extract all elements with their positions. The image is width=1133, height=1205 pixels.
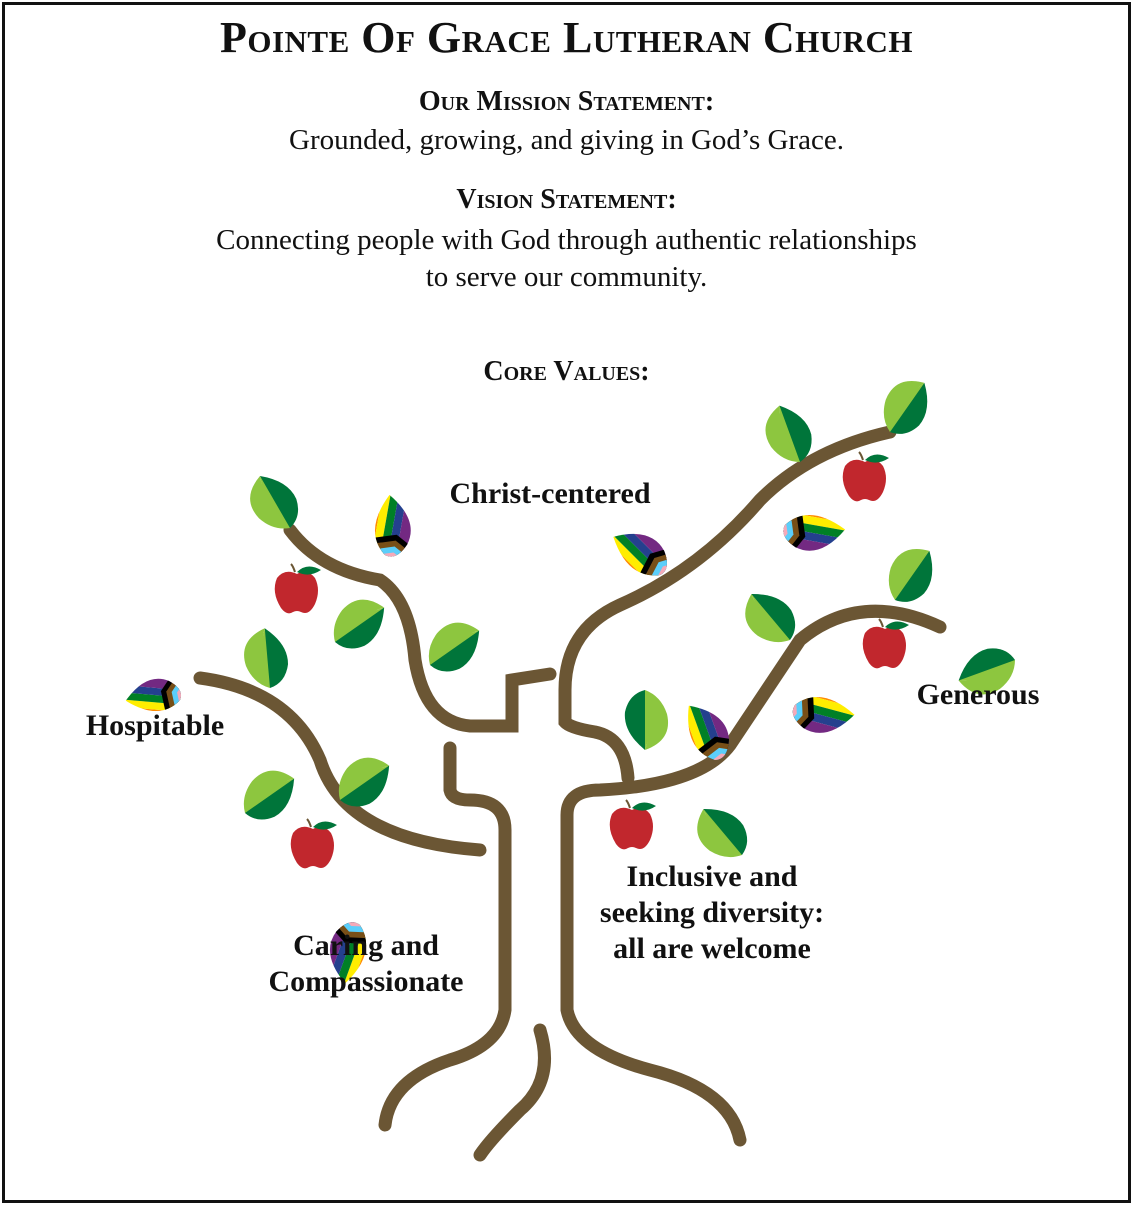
right-lower-branch <box>560 604 947 1147</box>
vision-line-1: Connecting people with God through authe… <box>216 224 917 256</box>
core-values-heading: Core Values: <box>483 356 650 387</box>
vision-heading: Vision Statement: <box>456 184 677 215</box>
right-upper-branch <box>558 425 897 785</box>
page-title: Pointe Of Grace Lutheran Church <box>219 13 914 62</box>
left-upper-branch <box>283 523 557 733</box>
apples <box>273 451 910 870</box>
caring-line-2: Compassionate <box>268 965 464 998</box>
value-inclusive: Inclusive and seeking diversity: all are… <box>570 859 854 967</box>
mission-text: Grounded, growing, and giving in God’s G… <box>289 124 844 156</box>
value-caring: Caring and Compassionate <box>240 928 492 1000</box>
inclusive-line-3: all are welcome <box>613 932 811 965</box>
value-christ-centered: Christ-centered <box>449 477 651 510</box>
inclusive-line-2: seeking diversity: <box>599 896 825 929</box>
left-lower-branch <box>193 671 487 857</box>
vision-line-2: to serve our community. <box>425 261 708 293</box>
vision-text: Connecting people with God through authe… <box>0 222 1133 296</box>
value-generous: Generous <box>916 678 1040 711</box>
value-hospitable: Hospitable <box>85 709 225 742</box>
left-trunk <box>378 741 512 1132</box>
inclusive-line-1: Inclusive and <box>626 860 798 893</box>
center-root <box>473 1023 551 1162</box>
mission-heading: Our Mission Statement: <box>418 86 715 117</box>
caring-line-1: Caring and <box>293 929 439 962</box>
